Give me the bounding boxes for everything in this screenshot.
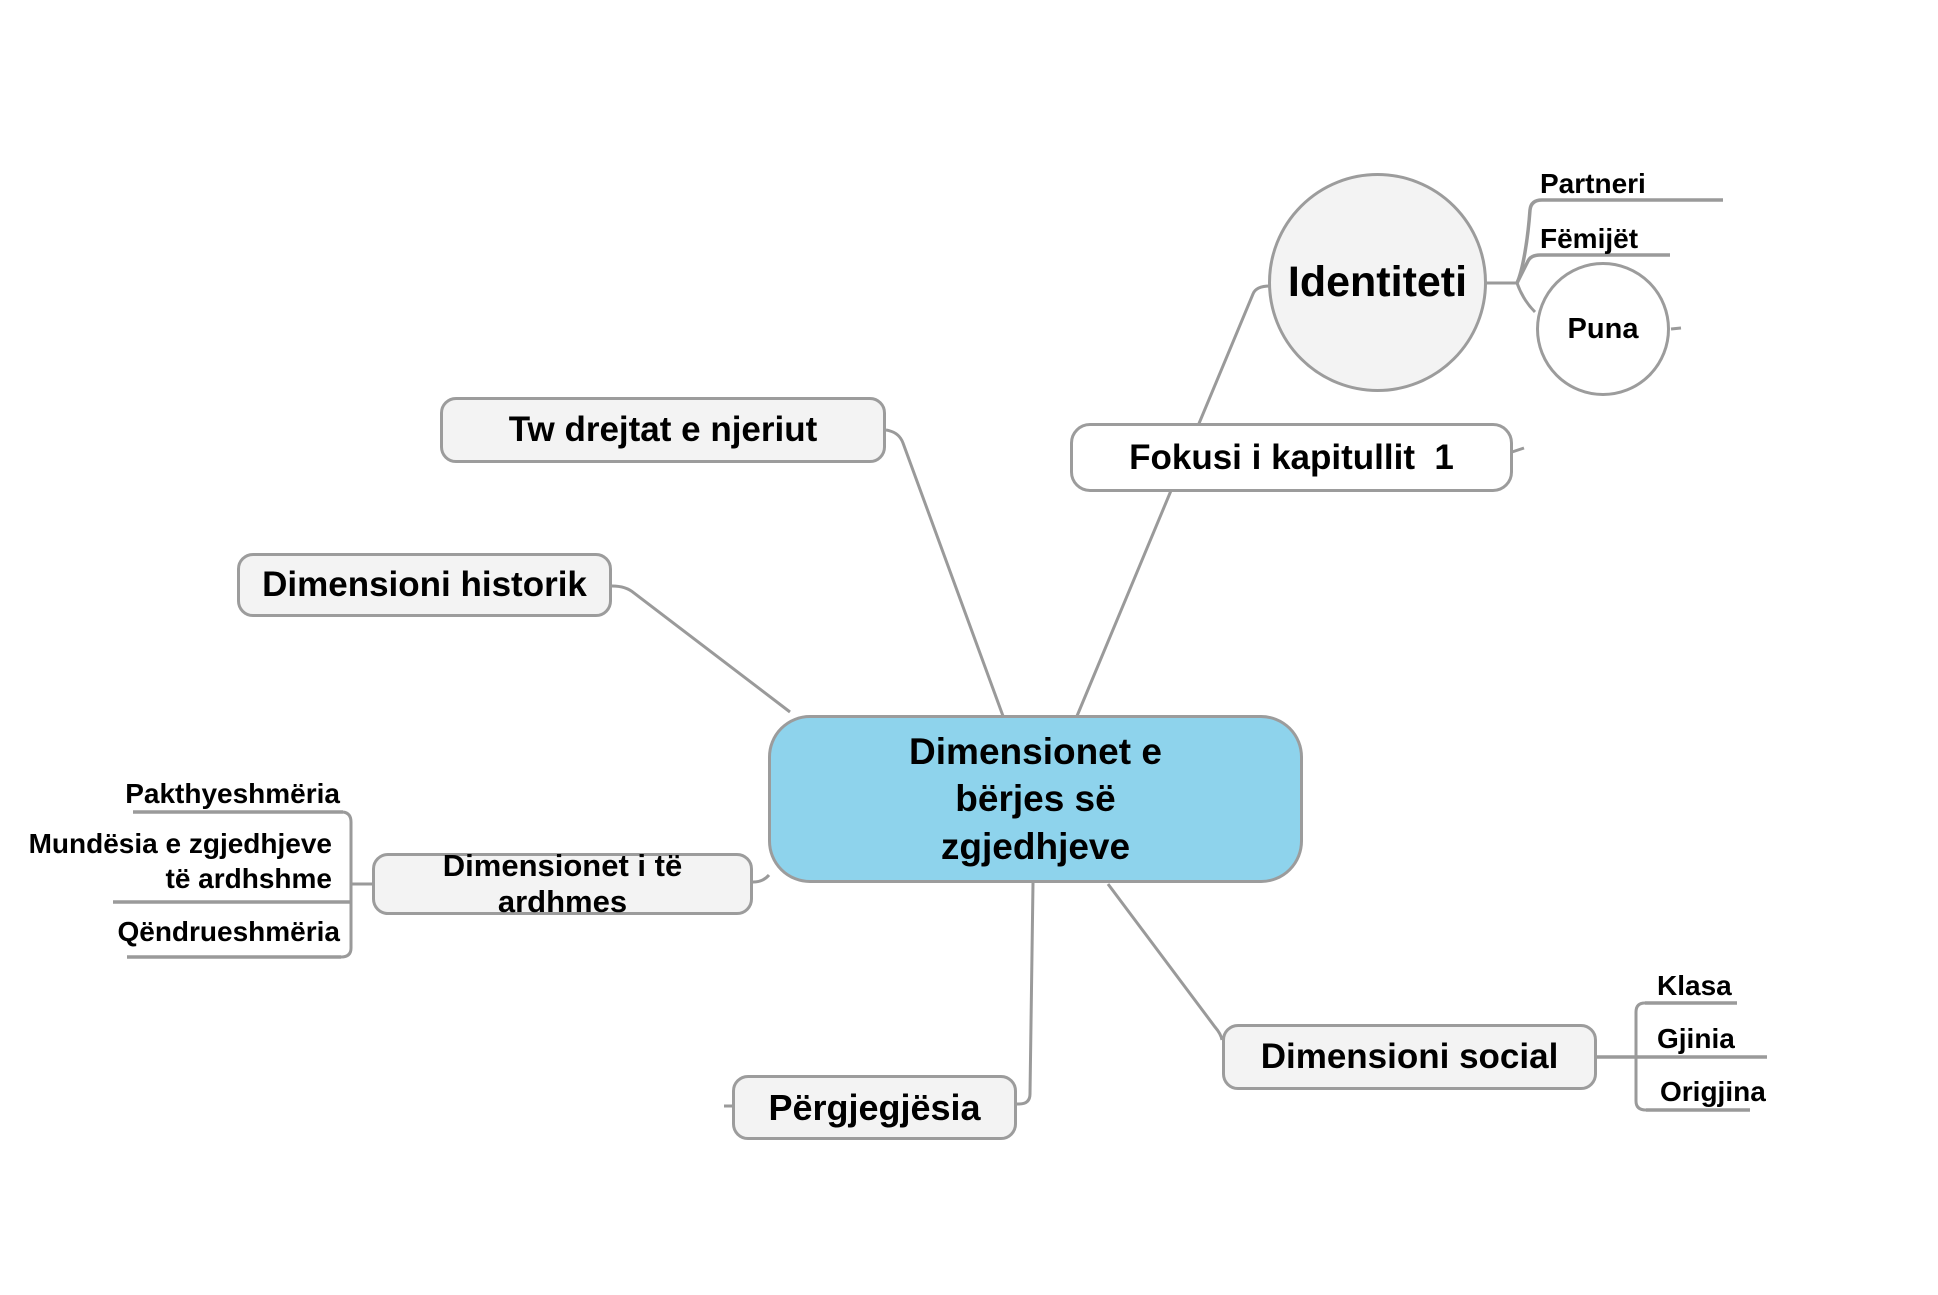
- link-center-tw-drejtat: [885, 428, 1005, 717]
- branch-node-fokusi[interactable]: Fokusi i kapitullit 1: [1070, 423, 1513, 492]
- central-topic-label: Dimensionet e bërjes së zgjedhjeve: [909, 730, 1162, 867]
- subtopic-label-femijet[interactable]: Fëmijët: [1540, 223, 1639, 254]
- branch-label-social: Dimensioni social: [1260, 1037, 1559, 1076]
- link-center-identiteti: [1075, 284, 1271, 717]
- link-center-ardhmes: [752, 873, 771, 884]
- subtopic-label-klasa[interactable]: Klasa: [1657, 970, 1732, 1001]
- subtopic-label-gjinia[interactable]: Gjinia: [1657, 1023, 1735, 1054]
- subtopic-label-qendrueshmeria[interactable]: Qëndrueshmëria: [117, 916, 340, 947]
- subtopic-label-pakthyeshmeria[interactable]: Pakthyeshmëria: [125, 778, 340, 809]
- link-identiteti-partneri: [1515, 198, 1723, 284]
- central-topic-node[interactable]: Dimensionet e bërjes së zgjedhjeve: [768, 715, 1303, 883]
- link-ardhmes-bracket: [340, 810, 353, 959]
- branch-label-tw-drejtat: Tw drejtat e njeriut: [508, 410, 818, 449]
- branch-label-identiteti: Identiteti: [1287, 258, 1468, 306]
- branch-label-fokusi: Fokusi i kapitullit 1: [1129, 437, 1454, 477]
- branch-node-tw-drejtat[interactable]: Tw drejtat e njeriut: [440, 397, 886, 463]
- branch-node-social[interactable]: Dimensioni social: [1222, 1024, 1597, 1090]
- branch-node-ardhmes[interactable]: Dimensionet i të ardhmes: [372, 848, 753, 919]
- link-center-social: [1106, 883, 1224, 1041]
- link-center-pergjegjesia: [1016, 882, 1035, 1106]
- branch-node-identiteti[interactable]: Identiteti: [1268, 173, 1487, 392]
- branch-label-ardhmes: Dimensionet i të ardhmes: [442, 848, 683, 919]
- subtopic-label-puna: Puna: [1567, 312, 1639, 345]
- subtopic-node-puna[interactable]: Puna: [1536, 262, 1670, 396]
- link-identiteti-femijet: [1515, 253, 1670, 284]
- subtopic-label-partneri[interactable]: Partneri: [1540, 168, 1646, 199]
- branch-node-historik[interactable]: Dimensioni historik: [237, 553, 612, 617]
- link-social-bracket: [1634, 1001, 1647, 1112]
- branch-label-pergjegjesia: Përgjegjësia: [768, 1086, 981, 1128]
- subtopic-label-mundesia[interactable]: Mundësia e zgjedhjeve të ardhshme: [28, 828, 332, 894]
- link-center-historik: [611, 584, 791, 714]
- link-identiteti-puna: [1515, 282, 1537, 314]
- link-fokusi-nub: [1511, 446, 1525, 454]
- branch-label-historik: Dimensioni historik: [262, 565, 587, 604]
- link-puna-nub: [1670, 326, 1682, 331]
- branch-node-pergjegjesia[interactable]: Përgjegjësia: [732, 1075, 1017, 1140]
- subtopic-label-origjina[interactable]: Origjina: [1660, 1076, 1766, 1107]
